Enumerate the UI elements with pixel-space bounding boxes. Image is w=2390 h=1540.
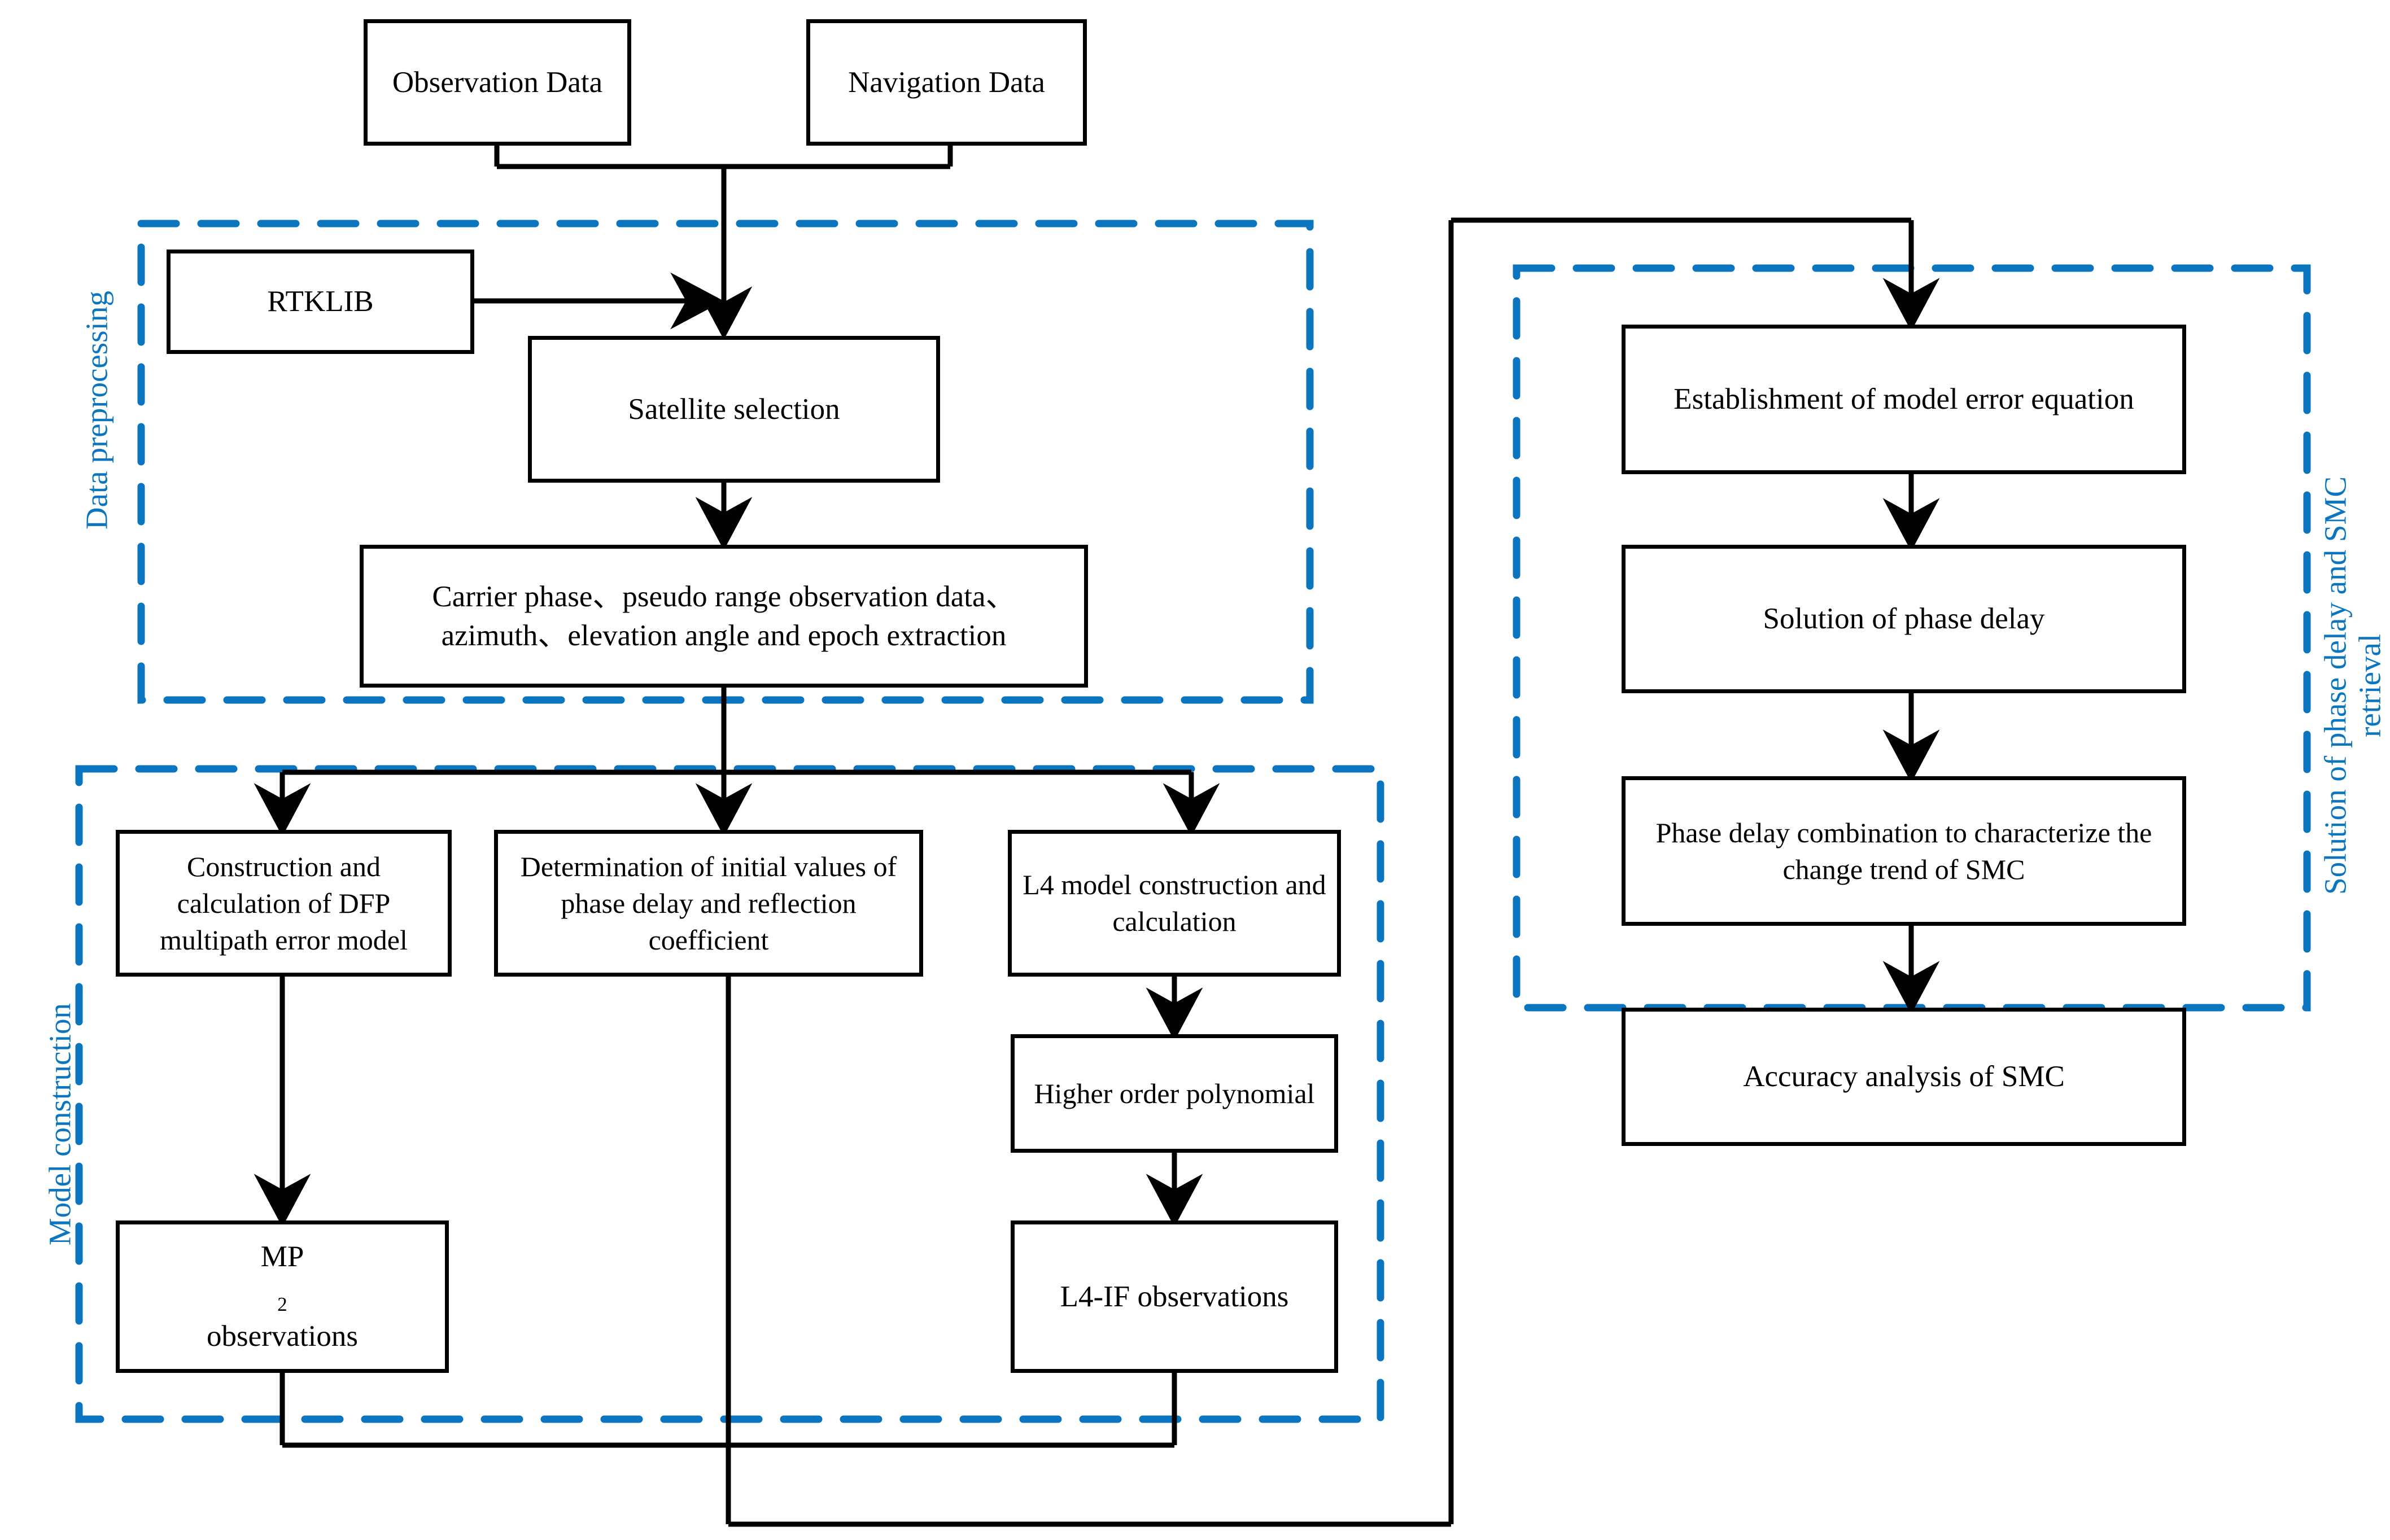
node-data-extraction-line1: Carrier phase、pseudo range observation d… xyxy=(432,580,1016,613)
mp2-prefix: MP xyxy=(260,1240,304,1273)
node-dfp-multipath-model[interactable]: Construction and calculation of DFP mult… xyxy=(116,830,452,977)
group-label-model-construction: Model construction xyxy=(7,966,77,1283)
node-l4if-observations-label: L4-IF observations xyxy=(1060,1280,1289,1313)
node-observation-data-label: Observation Data xyxy=(392,65,603,99)
node-accuracy-analysis-label: Accuracy analysis of SMC xyxy=(1743,1060,2065,1093)
group-label-solution-retrieval: Solution of phase delay and SMC retrieva… xyxy=(2283,344,2388,1027)
node-model-error-equation-label: Establishment of model error equation xyxy=(1674,383,2134,416)
node-solution-phase-delay[interactable]: Solution of phase delay xyxy=(1622,545,2186,693)
node-data-extraction[interactable]: Carrier phase、pseudo range observation d… xyxy=(360,545,1088,688)
node-phase-delay-combination-label: Phase delay combination to characterize … xyxy=(1655,816,2152,885)
node-mp2-observations-label: MP 2 observations xyxy=(191,1237,374,1356)
node-solution-phase-delay-label: Solution of phase delay xyxy=(1763,602,2045,636)
node-higher-order-polynomial-label: Higher order polynomial xyxy=(1034,1077,1315,1109)
node-rtklib-label: RTKLIB xyxy=(267,285,374,318)
mp2-suffix: observations xyxy=(207,1320,358,1353)
node-navigation-data[interactable]: Navigation Data xyxy=(806,19,1087,146)
node-accuracy-analysis[interactable]: Accuracy analysis of SMC xyxy=(1622,1008,2186,1146)
node-higher-order-polynomial[interactable]: Higher order polynomial xyxy=(1011,1034,1338,1153)
node-navigation-data-label: Navigation Data xyxy=(848,65,1045,99)
group-label-model-construction-text: Model construction xyxy=(42,1003,77,1246)
node-initial-values-label: Determination of initial values of phase… xyxy=(520,850,897,956)
node-mp2-observations[interactable]: MP 2 observations xyxy=(116,1220,449,1373)
node-dfp-multipath-model-label: Construction and calculation of DFP mult… xyxy=(160,850,408,956)
node-l4-model[interactable]: L4 model construction and calculation xyxy=(1008,830,1341,977)
group-label-data-preprocessing: Data preprocessing xyxy=(44,252,113,568)
node-observation-data[interactable]: Observation Data xyxy=(364,19,631,146)
node-model-error-equation[interactable]: Establishment of model error equation xyxy=(1622,325,2186,474)
node-data-extraction-line2: azimuth、elevation angle and epoch extrac… xyxy=(441,619,1007,652)
node-satellite-selection-label: Satellite selection xyxy=(628,392,840,426)
node-rtklib[interactable]: RTKLIB xyxy=(167,250,474,354)
mp2-subscript: 2 xyxy=(277,1293,287,1315)
group-label-solution-retrieval-text: Solution of phase delay and SMC retrieva… xyxy=(2318,476,2387,895)
node-phase-delay-combination[interactable]: Phase delay combination to characterize … xyxy=(1622,776,2186,926)
node-satellite-selection[interactable]: Satellite selection xyxy=(528,336,940,483)
node-initial-values[interactable]: Determination of initial values of phase… xyxy=(494,830,923,977)
group-label-data-preprocessing-text: Data preprocessing xyxy=(79,291,113,530)
node-l4-model-label: L4 model construction and calculation xyxy=(1023,869,1326,937)
node-l4if-observations[interactable]: L4-IF observations xyxy=(1011,1220,1338,1373)
